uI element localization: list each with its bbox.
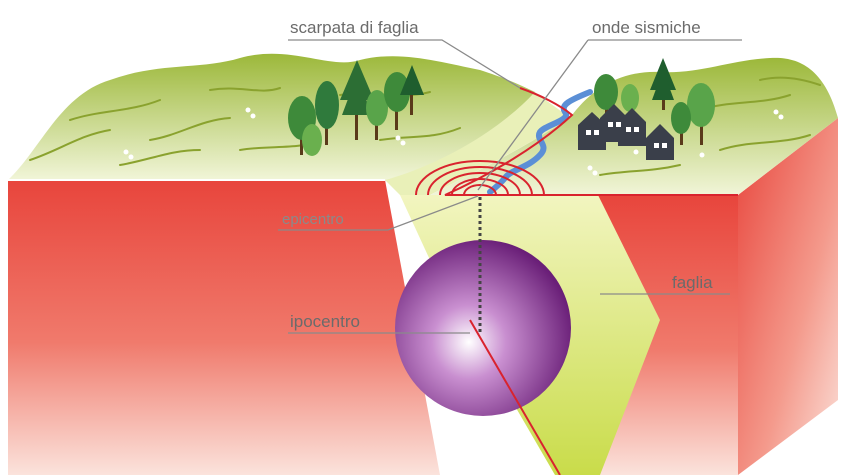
label-fault: faglia — [672, 273, 713, 292]
label-epicenter: epicentro — [282, 211, 344, 228]
label-fault-scarp: scarpata di faglia — [290, 18, 419, 37]
left-block-front — [8, 180, 440, 475]
hypocenter-sphere — [395, 240, 571, 416]
label-hypocenter: ipocentro — [290, 312, 360, 331]
label-seismic-waves: onde sismiche — [592, 18, 701, 37]
